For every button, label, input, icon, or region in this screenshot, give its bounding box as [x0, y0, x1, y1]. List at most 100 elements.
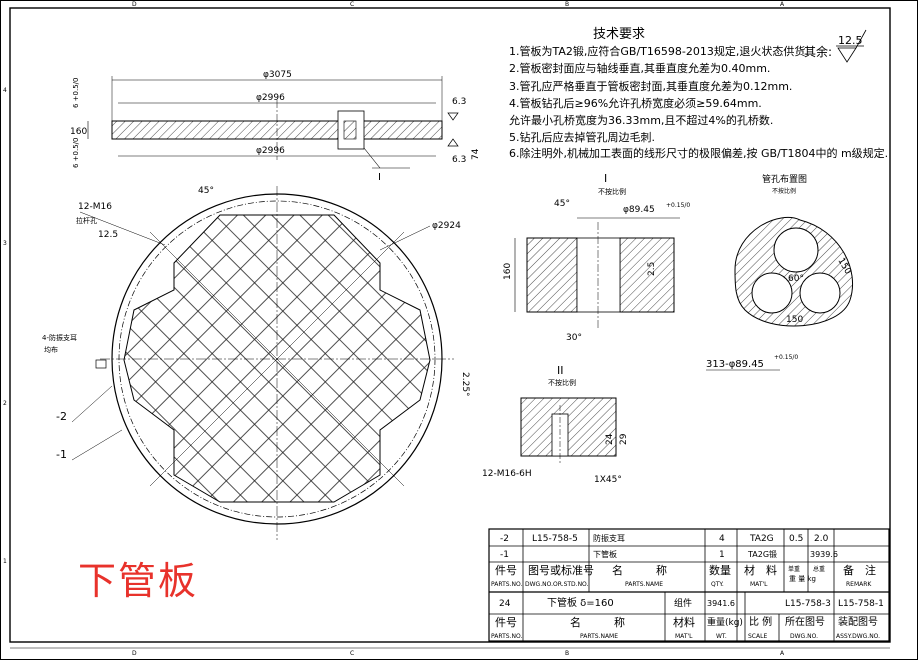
roughness-symbol	[836, 29, 867, 63]
main-mat: 组件	[674, 599, 693, 609]
tech-line-4: 4.管板钻孔后≥96%允许孔桥宽度必须≥59.64mm.	[509, 97, 762, 110]
dim-h1: 6.3	[452, 97, 466, 107]
hdr-qty-en: QTY.	[711, 581, 724, 588]
detail-II-chamfer: 1X45°	[594, 475, 622, 485]
hdr-partsno: 件号	[495, 564, 517, 577]
detail-II-scale: 不按比例	[548, 378, 576, 387]
detail-II-title: II	[557, 364, 564, 377]
ft-wt: 重量(kg)	[707, 618, 743, 628]
detail-I-h25: 2.5	[647, 262, 657, 276]
hdr-remark-en: REMARK	[846, 581, 872, 588]
detail-I-angle: 45°	[554, 199, 570, 209]
tech-line-2: 2.管板密封面应与轴线垂直,其垂直度允差为0.40mm.	[509, 62, 771, 75]
row2-no: -2	[500, 534, 509, 544]
row2-qty: 4	[719, 534, 725, 544]
dim-h2: 6.3	[452, 155, 466, 165]
zone-1: 1	[3, 558, 7, 565]
detail-II: II 不按比例 24 29 12-M16-6H 1X45°	[482, 364, 629, 485]
dim-74: 74	[471, 148, 481, 160]
callout-1: -1	[56, 448, 67, 461]
layout-scale: 不按比例	[772, 187, 796, 195]
zone-B-bottom: B	[565, 650, 569, 657]
ft-scale-en: SCALE	[748, 633, 768, 640]
layout-angle: 60°	[788, 274, 804, 284]
dim-thickness: 160	[70, 127, 87, 137]
detail-mark-I: I	[378, 172, 381, 183]
hdr-dwg: 图号或标准号	[528, 564, 594, 577]
dim-top-diameter: φ2996	[256, 93, 285, 103]
detail-II-d24: 24	[605, 433, 615, 445]
zone-B: B	[565, 1, 569, 8]
hdr-name: 名 称	[612, 564, 667, 577]
layout-holes-tol: +0.15/0	[774, 354, 798, 361]
row2-single: 0.5	[789, 534, 804, 544]
rest-value: 12.5	[838, 34, 863, 47]
hdr-dwg-en: DWG.NO.OR.STD.NO.	[525, 581, 589, 588]
plan-angle: 45°	[198, 186, 214, 196]
hdr-name-en: PARTS.NAME	[625, 581, 664, 588]
thread-sub: 拉杆孔	[76, 216, 97, 225]
zone-4: 4	[3, 87, 7, 94]
ft-name-en: PARTS.NAME	[580, 633, 619, 640]
detail-I: I 不按比例 45° φ89.45 +0.15/0 160 2.5 30°	[503, 172, 690, 343]
dia-label: φ2924	[432, 221, 461, 231]
thread-label: 12-M16	[78, 202, 112, 212]
detail-II-d29: 29	[619, 433, 629, 445]
ft-dwg: 所在图号	[785, 617, 825, 628]
row2-mat: TA2G	[750, 534, 774, 544]
hdr-total: 总重	[813, 566, 826, 573]
ft-dwg-en: DWG.NO.	[790, 633, 818, 640]
ft-partsno-en: PARTS.NO.	[491, 633, 523, 640]
ft-wt-en: WT.	[716, 633, 727, 640]
zone-2: 2	[3, 400, 7, 407]
ft-mat-en: MAT'L	[675, 633, 693, 640]
row2-total: 2.0	[814, 534, 829, 544]
offset-angle: 2.25°	[460, 372, 470, 397]
tech-line-3: 3.管孔应严格垂直于管板密封面,其垂直度允差为0.12mm.	[509, 80, 793, 93]
main-assy: L15-758-1	[838, 599, 884, 609]
callout-2: -2	[56, 410, 67, 423]
hdr-weight: 重 量 kg	[789, 575, 816, 583]
tech-line-1: 1.管板为TA2锻,应符合GB/T16598-2013规定,退火状态供货.	[509, 45, 809, 58]
dim-tol-top: 6 +0.5/0	[72, 78, 80, 109]
hdr-partsno-en: PARTS.NO.	[491, 581, 523, 588]
layout-title: 管孔布置图	[762, 173, 807, 185]
ft-name: 名 称	[570, 616, 625, 629]
hdr-remark: 备 注	[843, 564, 876, 577]
zone-A: A	[780, 1, 785, 8]
row2-name: 防振支耳	[593, 534, 625, 543]
zone-D-bottom: D	[132, 650, 137, 657]
row1-mat: TA2G锻	[748, 550, 778, 559]
ft-scale: 比 例	[749, 617, 773, 628]
row1-total: 3939.6	[810, 550, 838, 559]
main-dwg: L15-758-3	[785, 599, 831, 609]
row2-dwg: L15-758-5	[532, 534, 578, 544]
row1-no: -1	[500, 550, 509, 560]
rest-label: 其余:	[804, 45, 833, 59]
dim-bottom-diameter: φ2996	[256, 146, 285, 156]
tech-title: 技术要求	[593, 27, 646, 42]
dim-tol-bottom: 6 +0.5/0	[72, 138, 80, 169]
support-label: 4-防振支耳	[42, 333, 77, 342]
row1-qty: 1	[719, 550, 725, 560]
layout-d150-b: 150	[786, 315, 803, 325]
overlay-title: 下管板	[78, 559, 199, 603]
zone-C-bottom: C	[350, 650, 354, 657]
tube-layout: 管孔布置图 不按比例 150 150 60° 313-φ89.45 +0.15/…	[706, 173, 854, 371]
detail-II-thread: 12-M16-6H	[482, 469, 532, 479]
tech-line-5: 允许最小孔桥宽度为36.33mm,且不超过4%的孔桥数.	[509, 114, 774, 127]
ft-mat: 材料	[673, 616, 695, 629]
ft-assy: 装配图号	[838, 617, 878, 628]
detail-I-scale: 不按比例	[598, 187, 626, 196]
tech-line-6: 5.钻孔后应去掉管孔周边毛刺.	[509, 131, 655, 144]
hdr-mat-en: MAT'L	[750, 581, 768, 588]
support-sub: 均布	[44, 345, 58, 354]
plan-view: 45° 12-M16 拉杆孔 12.5 φ2924 4-防振支耳 均布 -2 -…	[42, 186, 470, 540]
hdr-qty: 数量	[709, 564, 731, 577]
main-wt: 3941.6	[707, 599, 735, 608]
inner-frame	[9, 7, 891, 643]
main-no: 24	[499, 599, 511, 609]
side-view: φ3075 φ2996 φ2996 160 6 +0.5/0 6 +0.5/0 …	[70, 70, 481, 183]
ft-assy-en: ASSY.DWG.NO.	[836, 633, 881, 640]
